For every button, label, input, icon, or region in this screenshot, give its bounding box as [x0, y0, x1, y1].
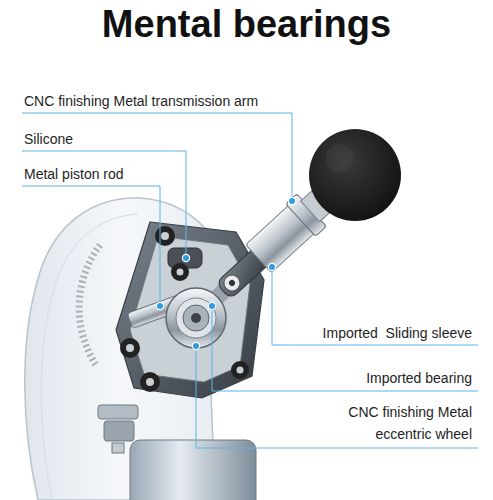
leader-line	[22, 186, 160, 306]
leader-line	[22, 151, 186, 258]
leader-dot	[192, 342, 199, 349]
foam-highlight	[326, 144, 354, 172]
motor-plate	[116, 222, 264, 398]
leader-dot	[208, 302, 215, 309]
shell-ribs	[79, 245, 100, 365]
callout-label: Silicone	[24, 130, 73, 148]
leader-dot	[156, 302, 163, 309]
shell-edge	[41, 214, 138, 500]
leader-dot	[182, 254, 189, 261]
callout-label: CNC finishing Metal transmission arm	[24, 92, 258, 110]
leader-line	[272, 267, 478, 345]
leader-lines	[22, 113, 478, 448]
battery	[130, 440, 256, 500]
leader-line	[196, 346, 478, 448]
foam-ball	[309, 129, 401, 221]
callout-label: Metal piston rod	[24, 165, 124, 183]
leader-dot	[288, 197, 295, 204]
rollers	[120, 226, 249, 392]
leader-line	[212, 306, 478, 391]
title: Mental bearings	[102, 2, 391, 46]
callout-label: Imported bearing	[366, 369, 472, 387]
eccentric-wheel	[166, 283, 232, 348]
leader-dot	[268, 263, 275, 270]
callout-label: CNC finishing Metal eccentric wheel	[326, 401, 472, 445]
leader-dots	[156, 197, 295, 349]
leader-line	[22, 113, 292, 201]
callout-label: Imported Sliding sleeve	[323, 324, 472, 342]
